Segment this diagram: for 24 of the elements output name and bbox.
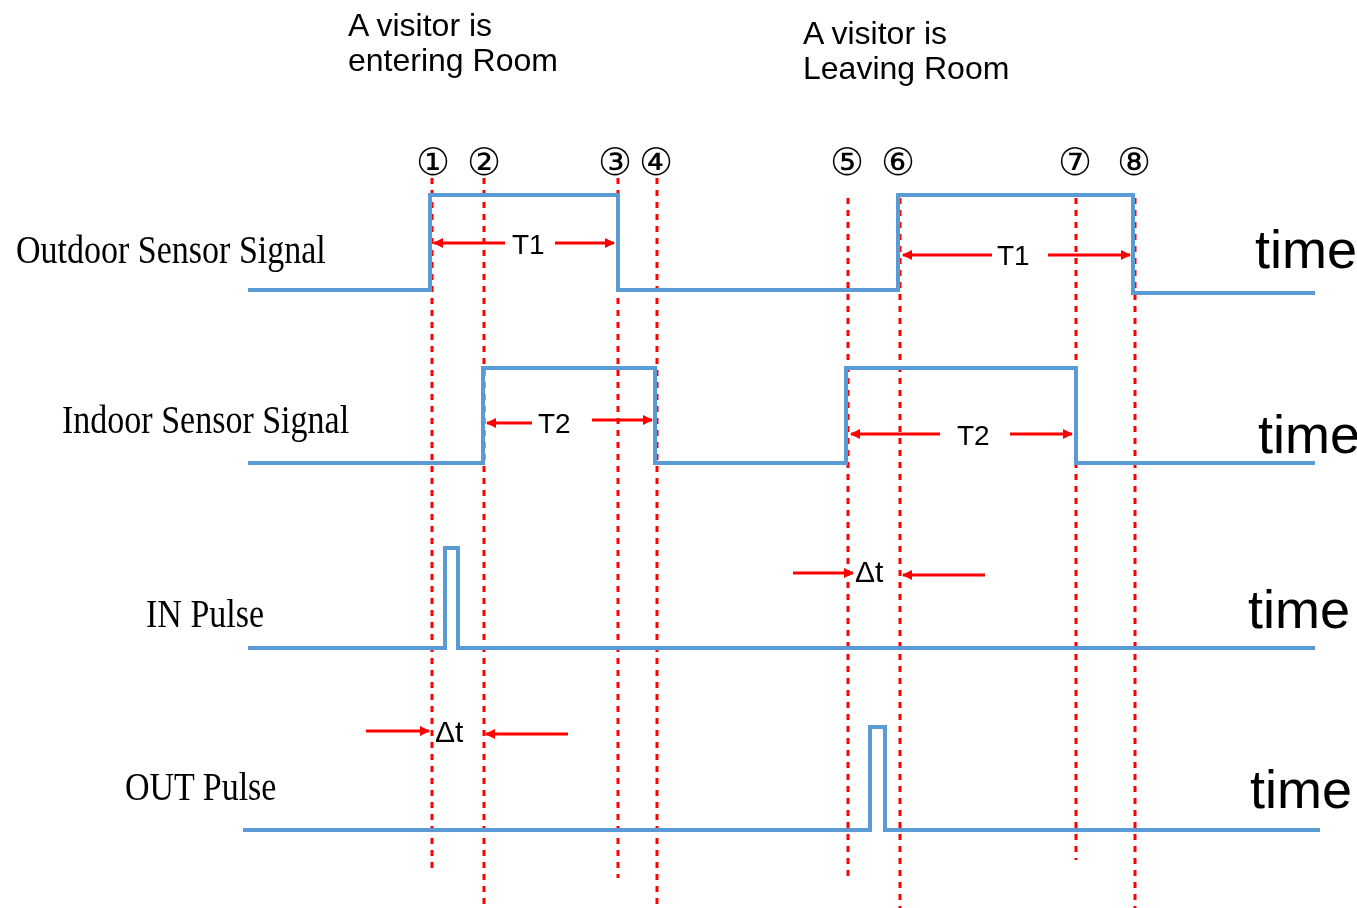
marker-number: ①: [416, 142, 450, 184]
duration-label: T2: [538, 409, 571, 440]
marker-number: ⑧: [1117, 142, 1151, 184]
duration-label: Δt: [435, 715, 464, 748]
annotation-text: A visitor is Leaving Room: [803, 16, 1011, 87]
signal-name: IN Pulse: [146, 592, 265, 636]
duration-label: T1: [997, 241, 1030, 272]
marker-number: ②: [467, 142, 501, 184]
marker-number: ⑤: [830, 142, 864, 184]
marker-number: ③: [598, 142, 632, 184]
duration-label: Δt: [855, 555, 884, 588]
marker-number: ④: [639, 142, 673, 184]
time-axis-label: time: [1250, 760, 1352, 820]
duration-label: T1: [512, 230, 545, 261]
signal-name: Outdoor Sensor Signal: [16, 228, 326, 272]
annotation-text: A visitor is entering Room: [348, 8, 559, 79]
signal-name: Indoor Sensor Signal: [62, 398, 350, 442]
marker-number: ⑦: [1058, 142, 1092, 184]
time-axis-label: time: [1255, 220, 1357, 280]
duration-label: T2: [957, 421, 990, 452]
marker-number: ⑥: [881, 142, 915, 184]
signal-name: OUT Pulse: [125, 765, 277, 809]
time-axis-label: time: [1248, 580, 1350, 640]
time-axis-label: time: [1258, 405, 1357, 465]
